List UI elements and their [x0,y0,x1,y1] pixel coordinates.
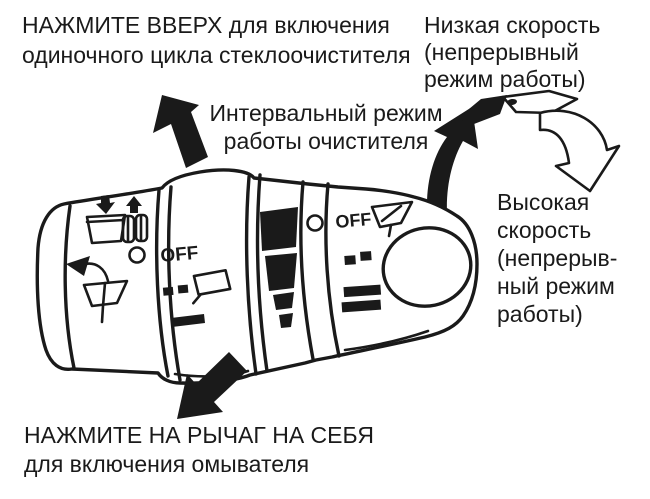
label-low-speed-line3: режим работы) [424,66,586,92]
collar1-off-label: OFF [160,243,200,267]
washer-twist-icon [66,256,110,283]
divider-4 [324,182,341,358]
label-pull-lever-line1: НАЖМИТЕ НА РЫЧАГ НА СЕБЯ [24,422,374,448]
label-intermittent: Интервальный режим работы очистителя [200,99,452,155]
divider-2a [244,175,258,376]
label-pull-lever: НАЖМИТЕ НА РЫЧАГ НА СЕБЯ для включения о… [24,421,374,479]
collar2: OFF [335,200,414,313]
collar2-off-label: OFF [335,209,373,232]
collar1: OFF [160,243,232,327]
label-low-speed-line2: (непрерывный [424,39,579,65]
label-press-up-line2: одиночного цикла стеклоочистителя [22,42,411,68]
headlamp-down-icon [85,195,127,245]
label-high-speed-line5: работы) [497,301,583,327]
divider-1b [166,185,182,382]
lever-tip-outline [501,89,579,115]
lever-tip-inset [457,89,579,124]
label-low-speed: Низкая скорость (непрерывный режим работ… [424,12,600,93]
press-up-arrow-icon [153,95,208,168]
collar2-intermittent-marks-icon [341,251,382,313]
lever-tip-arrow-icon [457,95,507,124]
label-high-speed-line1: Высокая [497,189,590,215]
collar2-foot-line [343,329,430,352]
stalk-end-oval [381,226,473,308]
lever-tip-dot [507,98,517,106]
label-high-speed-line2: скорость [497,217,592,243]
divider-1a [154,188,170,378]
label-press-up: НАЖМИТЕ ВВЕРХ для включения одиночного ц… [22,10,411,70]
divider-2b [255,173,269,373]
label-intermittent-line2: работы очистителя [223,128,429,154]
on-mark-icon [171,314,205,327]
label-press-up-line1: НАЖМИТЕ ВВЕРХ для включения [22,12,390,38]
intermittent-symbol-icon [162,268,232,305]
windshield-washer-icon [82,279,129,324]
label-intermittent-line1: Интервальный режим [209,100,443,126]
label-high-speed-line3: (непрерыв- [497,245,618,271]
knob-face-line [63,204,76,370]
wiper-screen-icon [370,200,414,238]
variable-band-icon [260,207,298,328]
divider-3 [299,180,315,361]
washer-pull-arrow-icon [177,352,247,419]
label-high-speed-line4: ный режим [497,273,615,299]
label-pull-lever-line2: для включения омывателя [24,451,310,477]
label-high-speed: Высокая скорость (непрерыв- ный режим ра… [497,188,617,328]
ring-dot-icon [306,214,324,232]
label-low-speed-line1: Низкая скорость [424,12,601,38]
high-speed-rotate-arrow-icon [538,109,621,193]
position-dot-icon [128,246,146,264]
low-speed-rotate-arrow-icon [427,107,478,229]
headlamp-up-icon [121,196,149,244]
